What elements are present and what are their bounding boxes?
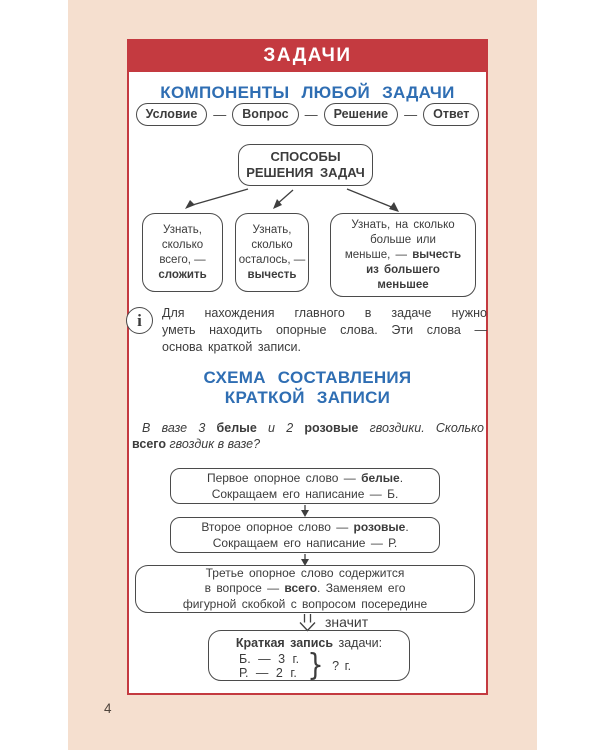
short-record-body: Б. — 3 г. Р. — 2 г. } ? г. — [209, 648, 409, 683]
consequence-label: значит — [325, 614, 369, 630]
component-pill-reshenie: Решение — [323, 103, 399, 126]
scheme-heading-line2: КРАТКОЙ ЗАПИСИ — [224, 388, 391, 407]
example-keyword: белые — [216, 421, 257, 435]
short-record-rows: Б. — 3 г. Р. — 2 г. — [239, 652, 299, 680]
step-text: Второе опорное слово — — [201, 519, 354, 534]
step-text: . — [399, 470, 404, 485]
short-record-row: Р. — 2 г. — [239, 666, 297, 680]
page-number: 4 — [104, 701, 112, 716]
method-box-line: всего, — — [159, 253, 206, 266]
note-line: уметь находить опорные слова. Эти слова … — [162, 323, 487, 337]
step-line: Третье опорное слово содержится — [205, 565, 405, 580]
component-pill-vopros: Вопрос — [232, 103, 299, 126]
note-paragraph: Для нахождения главного в задаче нужно у… — [162, 305, 487, 356]
short-record-title-rest: задачи: — [333, 636, 383, 650]
example-line2: всего гвоздик в вазе? — [132, 436, 484, 452]
note-line: Для нахождения главного в задаче нужно — [162, 306, 487, 320]
step-line: Сокращаем его написание — Б. — [211, 487, 399, 501]
component-pill-otvet: Ответ — [423, 103, 480, 126]
methods-root-box: СПОСОБЫ РЕШЕНИЯ ЗАДАЧ — [238, 144, 373, 186]
content-card: ЗАДАЧИ КОМПОНЕНТЫ ЛЮБОЙ ЗАДАЧИ Условие —… — [126, 39, 488, 695]
method-box-add: Узнать, сколько всего, — сложить — [142, 213, 223, 292]
example-line1: В вазе 3 белые и 2 розовые гвоздики. Ско… — [132, 420, 484, 436]
method-box-line: сложить — [158, 268, 207, 281]
example-text: В вазе 3 — [142, 421, 217, 435]
methods-root-line1: СПОСОБЫ — [270, 149, 341, 164]
method-box-subtract: Узнать, сколько осталось, — вычесть — [235, 213, 309, 292]
step-line: в вопросе — всего. Заменяем его — [136, 581, 474, 597]
component-pill-uslovie: Условие — [135, 103, 208, 126]
info-icon: i — [126, 307, 153, 334]
scheme-heading: СХЕМА СОСТАВЛЕНИЯ КРАТКОЙ ЗАПИСИ — [129, 368, 486, 408]
question-label: ? г. — [332, 659, 352, 673]
step-text: в вопросе — — [204, 581, 285, 596]
curly-brace-glyph: } — [307, 648, 324, 683]
short-record-box: Краткая запись задачи: Б. — 3 г. Р. — 2 … — [208, 630, 410, 681]
method-box-compare: Узнать, на сколько больше или меньше, — … — [330, 213, 476, 297]
info-icon-glyph: i — [137, 310, 142, 330]
dash-separator: — — [304, 107, 318, 122]
method-box-line: вычесть — [247, 268, 297, 281]
down-arrow-icon — [301, 505, 309, 517]
example-problem: В вазе 3 белые и 2 розовые гвоздики. Ско… — [132, 420, 484, 452]
step-text: . Заменяем его — [317, 581, 406, 596]
step-keyword: всего — [284, 581, 318, 596]
step-line: Первое опорное слово — белые. — [171, 470, 439, 487]
short-record-title-bold: Краткая запись — [235, 636, 334, 650]
scheme-step3-box: Третье опорное слово содержится в вопрос… — [135, 565, 475, 613]
step-text: . — [405, 519, 409, 534]
method-box-text: меньше, — — [344, 248, 413, 261]
methods-root-line2: РЕШЕНИЯ ЗАДАЧ — [246, 165, 365, 180]
short-record-title: Краткая запись задачи: — [209, 636, 409, 651]
note-line: основа краткой записи. — [162, 340, 301, 354]
scheme-step2-box: Второе опорное слово — розовые. Сокращае… — [170, 517, 440, 553]
method-box-line: из большего — [366, 263, 440, 276]
down-arrow-icon — [301, 554, 309, 566]
scheme-step1-box: Первое опорное слово — белые. Сокращаем … — [170, 468, 440, 504]
example-text: гвоздик в вазе? — [165, 437, 261, 451]
components-heading: КОМПОНЕНТЫ ЛЮБОЙ ЗАДАЧИ — [160, 83, 455, 102]
page-title: ЗАДАЧИ — [127, 39, 488, 72]
example-keyword: розовые — [304, 421, 359, 435]
scheme-heading-line1: СХЕМА СОСТАВЛЕНИЯ — [203, 368, 412, 387]
method-box-line: меньшее — [377, 278, 429, 291]
step-keyword: белые — [361, 470, 400, 485]
components-row: Условие — Вопрос — Решение — Ответ — [129, 103, 486, 126]
example-text: и 2 — [256, 421, 305, 435]
method-box-line: меньше, — вычесть — [333, 248, 473, 263]
method-box-line: больше или — [370, 233, 436, 246]
method-box-line: осталось, — — [238, 253, 306, 266]
method-box-text-bold: вычесть — [412, 248, 462, 261]
method-box-line: сколько — [161, 238, 204, 251]
example-keyword: всего — [132, 437, 166, 451]
method-box-line: Узнать, — [252, 223, 292, 236]
branch-arrows-icon — [185, 188, 399, 212]
method-box-line: Узнать, — [163, 223, 202, 236]
short-record-row: Б. — 3 г. — [239, 652, 300, 666]
step-line: Второе опорное слово — розовые. — [171, 519, 439, 536]
step-text: Первое опорное слово — — [206, 470, 362, 485]
step-line: Сокращаем его написание — Р. — [212, 536, 398, 550]
example-text: гвоздики. Сколько — [358, 421, 484, 435]
step-line: фигурной скобкой с вопросом посередине — [182, 596, 428, 611]
dash-separator: — — [213, 107, 227, 122]
dash-separator: — — [404, 107, 418, 122]
step-keyword: розовые — [353, 519, 406, 534]
method-box-line: сколько — [251, 238, 293, 251]
method-box-line: Узнать, на сколько — [351, 218, 455, 231]
